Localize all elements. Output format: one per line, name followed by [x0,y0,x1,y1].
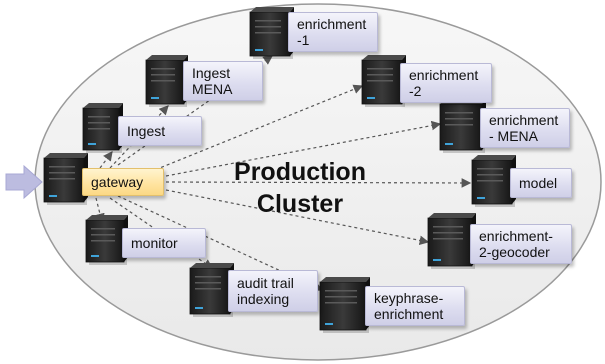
node-model[interactable]: model [510,168,572,198]
node-enrichment-2-geocoder[interactable]: enrichment- 2-geocoder [470,224,572,264]
node-audit-trail-indexing[interactable]: audit trail indexing [228,270,318,312]
server-icon-ingest [82,103,123,153]
arrow-gateway-to-model [165,178,472,188]
server-icon-enrichment-1 [249,7,294,59]
arrow-gateway-to-enrichment-2 [149,84,364,173]
server-icon-keyphrase-enrichment [319,277,370,333]
node-enrichment-1[interactable]: enrichment -1 [288,12,378,52]
arrow-gateway-to-enrichment-mena [165,120,442,177]
node-ingest[interactable]: Ingest [118,116,202,146]
node-keyphrase-enrichment[interactable]: keyphrase- enrichment [365,286,465,326]
server-icon-enrichment-mena [439,99,486,153]
node-gateway[interactable]: gateway [82,168,164,196]
server-icon-ingest-mena [145,55,188,107]
server-icon-audit-trail-indexing [189,263,234,317]
node-enrichment-mena[interactable]: enrichment - MENA [480,108,570,148]
node-monitor[interactable]: monitor [122,228,206,258]
cluster-title: Production Cluster [234,158,366,218]
arrow-gateway-to-enrichment-2-geocoder [165,189,430,246]
node-enrichment-2[interactable]: enrichment -2 [400,63,492,103]
node-ingest-mena[interactable]: Ingest MENA [183,61,263,101]
input-arrow-icon [5,164,43,200]
server-icon-enrichment-2-geocoder [427,213,476,269]
server-icon-monitor [85,215,128,265]
